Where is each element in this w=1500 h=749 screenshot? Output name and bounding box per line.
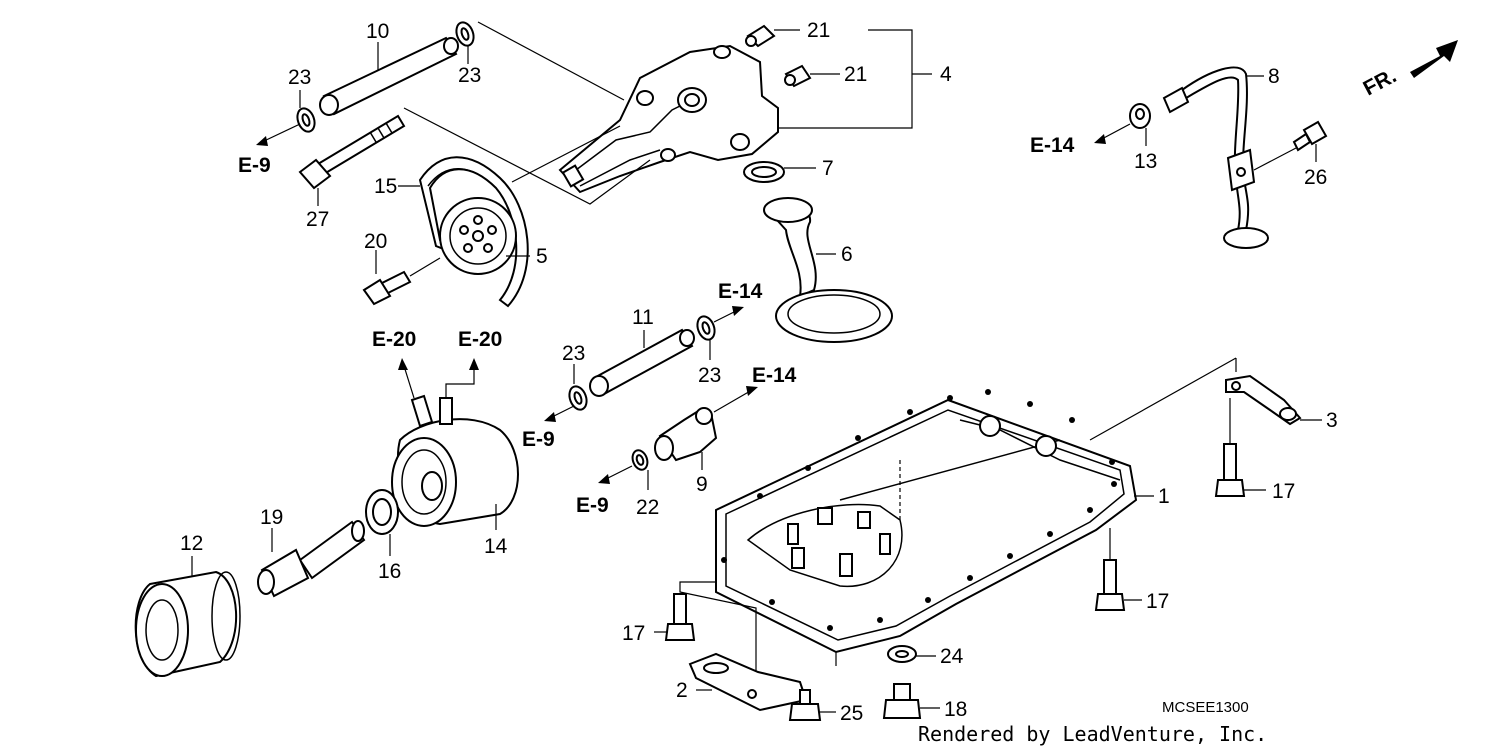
oil-pan-bolt-right-upper — [1214, 443, 1246, 497]
oil-pipe-upper — [319, 36, 459, 116]
dowel-pin-upper — [745, 24, 776, 48]
ref-e14-valve: E-14 — [752, 364, 797, 387]
oil-pump-assembly — [558, 44, 779, 194]
drive-chain — [418, 156, 529, 308]
o-ring — [743, 161, 785, 183]
ref-e9-low: E-9 — [576, 494, 609, 517]
oil-pan-bolt-left — [664, 593, 696, 641]
part-label-26: 26 — [1304, 166, 1327, 189]
part-label-14: 14 — [484, 535, 508, 558]
ref-e14-dipstick: E-14 — [1030, 134, 1075, 157]
flange-bolt-long — [298, 114, 406, 190]
part-label-21-lower: 21 — [844, 63, 867, 86]
part-label-16: 16 — [378, 560, 401, 583]
sealing-washer-lower-right — [696, 315, 716, 341]
oil-strainer — [763, 197, 893, 343]
oil-cooler — [391, 394, 519, 527]
baffle-plate — [688, 652, 808, 712]
part-label-17-left: 17 — [622, 622, 645, 645]
sealing-washer-upper-left — [296, 107, 316, 133]
part-label-23-top-left: 23 — [288, 66, 311, 89]
part-label-21-upper: 21 — [807, 19, 830, 42]
oil-level-dipstick — [1162, 66, 1269, 249]
part-label-9: 9 — [696, 473, 708, 496]
ref-e9-mid: E-9 — [522, 428, 555, 451]
part-label-6: 6 — [841, 243, 853, 266]
part-label-5: 5 — [536, 245, 548, 268]
part-label-19: 19 — [260, 506, 283, 529]
diagram-code: MCSEE1300 — [1162, 699, 1249, 716]
part-label-24: 24 — [940, 645, 964, 668]
part-label-23-top-right: 23 — [458, 64, 481, 87]
sprocket-bolt — [362, 270, 412, 306]
plate-bolt — [788, 689, 822, 721]
dipstick-bolt — [1292, 120, 1328, 152]
ref-e20-left: E-20 — [372, 328, 416, 351]
part-label-11: 11 — [632, 306, 654, 329]
ref-e14-pipe: E-14 — [718, 280, 763, 303]
oil-filter — [134, 570, 241, 678]
part-label-15: 15 — [374, 175, 397, 198]
sealing-washer-lower-left — [568, 385, 588, 411]
oil-pipe-lower — [589, 328, 695, 397]
oil-cooler-o-ring — [365, 489, 399, 535]
oil-pump-sprocket — [439, 197, 517, 275]
part-label-12: 12 — [180, 532, 203, 555]
part-label-4: 4 — [940, 63, 952, 86]
part-label-20: 20 — [364, 230, 387, 253]
oil-filter-center-bolt — [257, 520, 366, 598]
ref-e9-top: E-9 — [238, 154, 271, 177]
sealing-washer-upper-right — [455, 21, 475, 47]
part-label-7: 7 — [822, 157, 834, 180]
part-label-2: 2 — [676, 679, 688, 702]
ref-e20-right: E-20 — [458, 328, 502, 351]
part-label-22: 22 — [636, 496, 659, 519]
sealing-washer-valve — [631, 449, 649, 471]
dowel-pin-lower — [784, 64, 812, 88]
part-label-18: 18 — [944, 698, 967, 721]
oil-pan-bolt-right-lower — [1094, 559, 1126, 611]
part-label-1: 1 — [1158, 485, 1170, 508]
relief-valve — [654, 407, 718, 462]
render-credit: Rendered by LeadVenture, Inc. — [918, 722, 1267, 746]
part-label-3: 3 — [1326, 409, 1338, 432]
part-label-8: 8 — [1268, 65, 1280, 88]
front-direction-label: FR. — [1360, 64, 1401, 100]
drain-bolt-washer — [887, 645, 917, 663]
dipstick-grommet — [1129, 103, 1151, 129]
part-label-13: 13 — [1134, 150, 1157, 173]
part-label-27: 27 — [306, 208, 329, 231]
part-label-23-mid-right: 23 — [698, 364, 721, 387]
part-label-17-right-lower: 17 — [1146, 590, 1169, 613]
drain-bolt — [882, 683, 922, 719]
part-label-23-mid-left: 23 — [562, 342, 585, 365]
dipstick-bracket — [1225, 374, 1302, 426]
part-label-17-right-upper: 17 — [1272, 480, 1295, 503]
part-label-25: 25 — [840, 702, 863, 725]
part-label-10: 10 — [366, 20, 389, 43]
oil-pan — [715, 389, 1138, 654]
front-arrow-icon — [1410, 40, 1458, 78]
